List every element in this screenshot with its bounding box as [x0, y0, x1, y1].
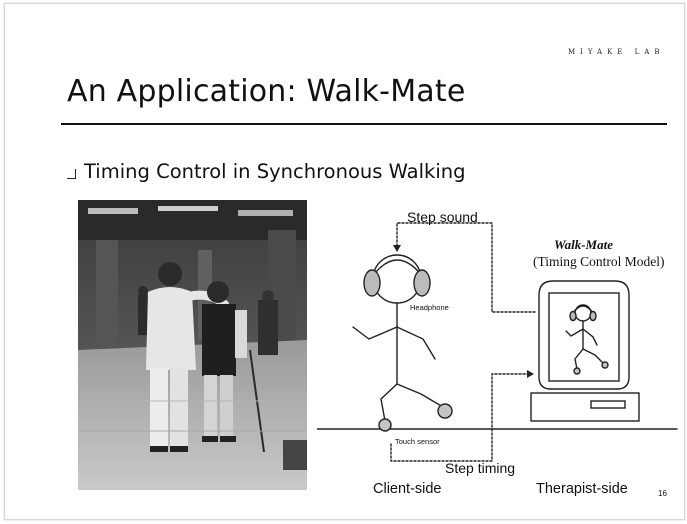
step-timing-label: Step timing [445, 460, 516, 476]
slide-title: An Application: Walk-Mate [67, 74, 466, 109]
client-side-label: Client-side [373, 481, 442, 497]
step-sound-label: Step sound [407, 209, 478, 225]
timing-control-model-label: (Timing Control Model) [533, 254, 665, 269]
slide: MIYAKE LAB An Application: Walk-Mate Tim… [4, 3, 685, 520]
bullet-item: Timing Control in Synchronous Walking [67, 160, 465, 183]
touch-sensor-label: Touch sensor [395, 437, 440, 446]
page-number: 16 [658, 489, 667, 498]
walk-mate-diagram [317, 222, 678, 462]
bullet-icon [67, 168, 76, 179]
headphone-label: Headphone [410, 303, 449, 312]
lab-tag: MIYAKE LAB [568, 48, 665, 56]
walking-photo [78, 200, 307, 490]
walk-mate-label: Walk-Mate [554, 237, 613, 252]
therapist-side-label: Therapist-side [536, 481, 628, 497]
bullet-text: Timing Control in Synchronous Walking [84, 160, 466, 183]
title-divider [61, 123, 667, 125]
